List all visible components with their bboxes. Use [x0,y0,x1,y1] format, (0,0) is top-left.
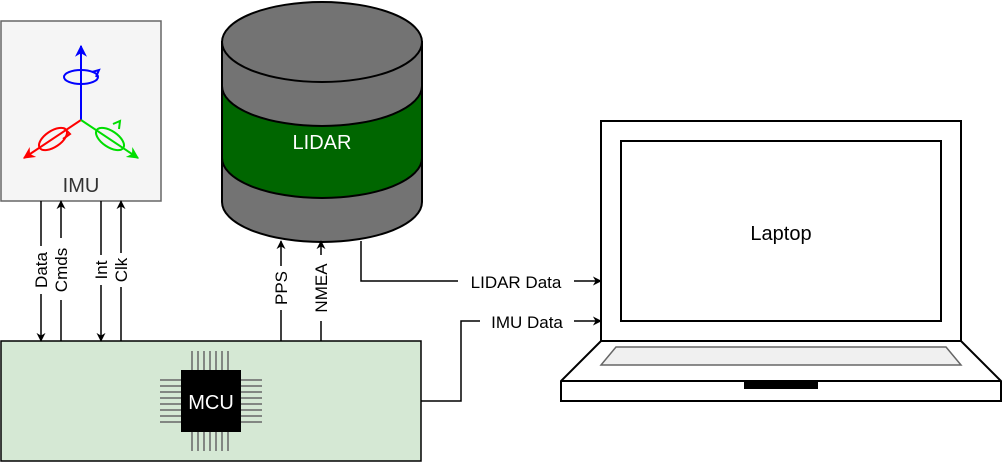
edge-nmea: NMEA [312,240,331,341]
edge-pps: PPS [272,240,291,341]
edge-lidar-data: LIDAR Data [360,241,602,292]
edge-cmds: Cmds [52,200,71,341]
edge-label-data: Data [32,252,51,288]
edge-imu-data: IMU Data [421,312,602,402]
chip-pins [160,351,262,451]
edge-int: Int [92,201,111,342]
edge-label-imu-data: IMU Data [491,313,563,332]
imu-node: IMU [0,20,162,202]
mcu-node: MCU [0,340,422,462]
edge-label-cmds: Cmds [52,248,71,292]
laptop-node: Laptop [560,120,1002,402]
edge-label-lidar-data: LIDAR Data [471,273,562,292]
edge-label-pps: PPS [272,271,291,305]
lidar-label: LIDAR [293,132,352,154]
lidar-node: LIDAR [221,1,423,243]
chip-icon [181,370,241,432]
edge-label-int: Int [92,260,111,279]
edge-label-nmea: NMEA [312,263,331,313]
axes-icon [23,44,139,159]
laptop-label: Laptop [750,223,811,245]
mcu-label: MCU [188,392,234,414]
imu-label: IMU [63,175,100,197]
edge-label-clk: Clk [112,257,131,282]
edge-data: Data [32,201,51,342]
edge-clk: Clk [112,200,131,341]
